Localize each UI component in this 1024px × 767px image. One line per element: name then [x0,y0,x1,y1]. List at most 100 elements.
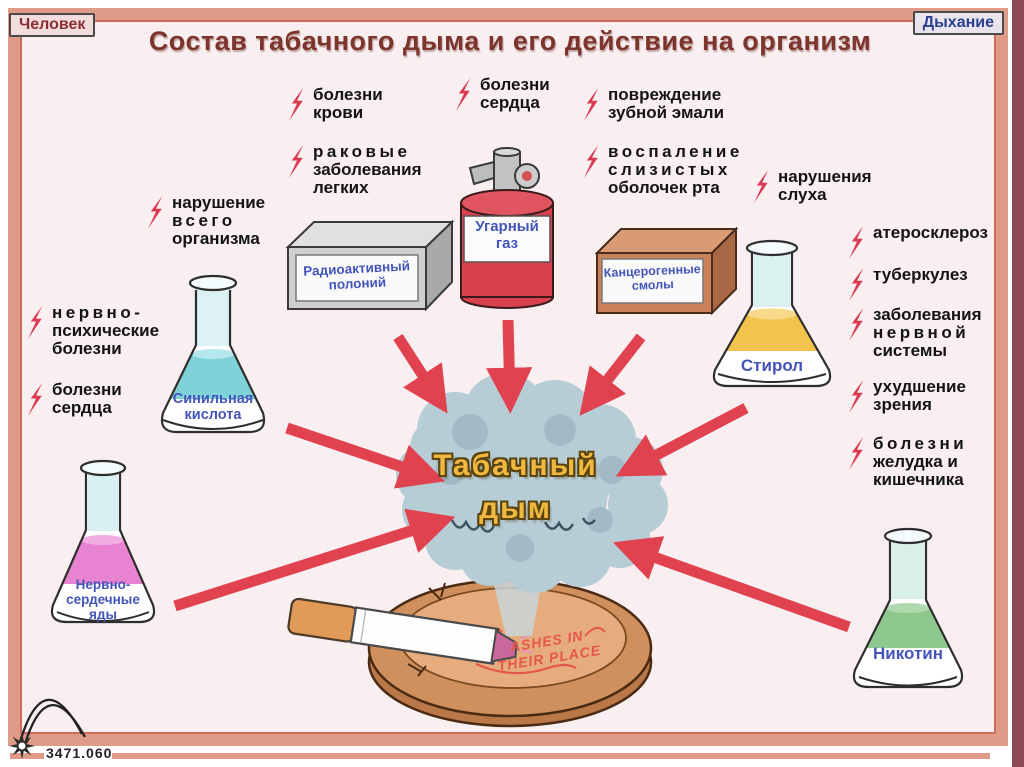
effect-line: болезни [52,380,122,399]
tag-human: Человек [9,13,96,37]
effect-line: ухудшение [873,377,966,396]
nicotine-flask-label: Никотин [872,644,944,663]
effect-line: заболевания [873,305,982,324]
effect-line: раковые [313,142,411,161]
effect-line: желудка и [873,452,958,472]
effect-line: повреждение [608,85,722,104]
effect-line: нарушения [778,167,872,186]
label-line: Нервно- [75,577,131,592]
arrow-from-hydrocyanic [285,422,446,489]
arrow-from-styrene [615,403,749,477]
tag-breathing: Дыхание [912,11,1004,35]
bottom-strip-right [112,753,990,759]
smoke-cloud-word-1: Табачный [433,449,598,482]
smoke-cloud-word-2: дым [479,492,552,525]
effect-line: зубной эмали [608,103,725,123]
styrene-flask-label: Стирол [740,356,804,375]
tars-box [594,226,739,316]
lightning-bolt-icon [289,87,304,122]
lightning-bolt-icon [849,225,864,260]
label-line: кислота [184,407,242,424]
carbon-monoxide-canister [460,147,554,309]
effect-tuberculosis: туберкулез [849,265,968,302]
effect-line: болезни [313,85,383,104]
hydrocyanic-flask-label: Синильная кислота [166,391,260,423]
effect-line: атеросклероз [873,223,988,242]
bottom-strip-left [10,753,44,759]
carbon-monoxide-label: Угарный газ [464,218,550,253]
effect-line: сердца [480,93,540,113]
effect-line: туберкулез [873,265,968,284]
hydrocyanic-acid-flask [160,274,266,434]
lightning-bolt-icon [148,195,163,230]
frame-right [996,8,1008,746]
effect-line: оболочек рта [608,178,720,198]
lightning-bolt-icon [289,144,304,179]
effect-line: психические [52,321,160,341]
effect-atherosclerosis: атеросклероз [849,223,988,260]
label-line: сердечные [66,592,140,608]
effect-line: легких [313,178,369,198]
nicotine-flask [852,527,964,689]
arrow-from-polonium [393,334,448,414]
effect-line: болезни [873,434,968,453]
nerve-poisons-flask [50,459,156,624]
lightning-bolt-icon [754,169,769,204]
effect-line: нервно- [52,303,144,322]
effect-line: нервной [873,323,970,343]
label-line: газ [495,234,519,252]
polonium-box [285,219,455,312]
catalog-number: 3471.060 [46,745,113,761]
effect-line: организма [172,229,260,249]
lightning-bolt-icon [28,305,43,340]
effect-line: всего [172,211,236,231]
cigarette [287,597,533,665]
effect-line: сердца [52,398,112,418]
effect-line: слуха [778,185,827,205]
tars-box-label: Канцерогенные смолы [601,262,703,294]
frame-bottom [8,734,1008,746]
effect-line: системы [873,341,948,361]
lightning-bolt-icon [584,144,599,179]
label-line: Угарный [475,218,539,235]
effect-line: крови [313,103,364,123]
label-line: Синильная [172,391,254,407]
effect-line: болезни [52,339,122,359]
lightning-bolt-icon [584,87,599,122]
poster-title: Состав табачного дыма и его действие на … [148,26,872,56]
star-doodle-icon [9,733,35,759]
effect-line: слизистых [608,160,731,180]
effect-line: кишечника [873,470,964,490]
frame-top [8,8,1008,20]
frame-left [8,8,20,746]
lightning-bolt-icon [849,267,864,302]
effect-line: зрения [873,395,932,415]
effect-line: болезни [480,75,550,94]
effect-line: заболевания [313,160,422,180]
nerve-poisons-flask-label: Нервно- сердечные яды [54,577,152,622]
corner-doodle [18,698,87,745]
arrow-from-carbon-monoxide [486,319,533,414]
lightning-bolt-icon [849,379,864,414]
lightning-bolt-icon [456,77,471,112]
polonium-box-label: Радиоактивный полоний [295,258,418,295]
smoke-cloud [396,373,668,593]
arrow-from-nicotine [612,536,851,633]
effect-line: воспаление [608,142,743,161]
lightning-bolt-icon [849,307,864,342]
lightning-bolt-icon [849,436,864,471]
styrene-flask [712,239,832,388]
lightning-bolt-icon [28,382,43,417]
